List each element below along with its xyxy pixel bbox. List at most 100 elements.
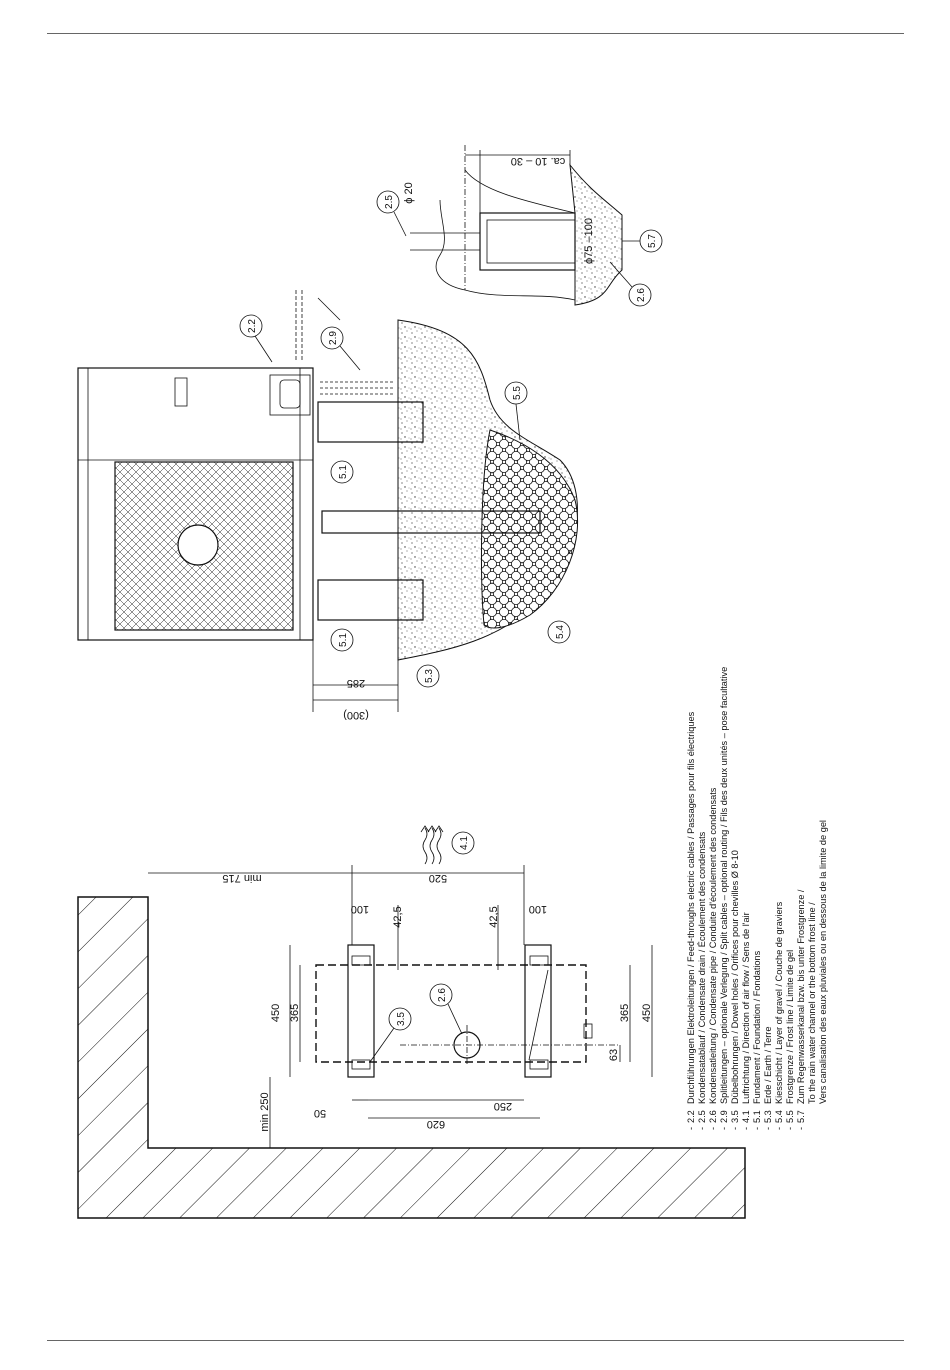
callout-2-6-detail: 2.6 [636,288,647,302]
svg-text:Kondensatleitung / Condensate: Kondensatleitung / Condensate pipe / Con… [708,787,718,1104]
plan-view: min 715 520 100 100 42,5 42,5 450 365 36… [77,825,746,1219]
dim-42-5-left: 42,5 [392,906,404,927]
svg-text:Fundament / Foundation / Fonda: Fundament / Foundation / Fondations [752,950,762,1104]
callout-5-1-a: 5.1 [338,465,349,479]
legend-item: - 2.9 Splitleitungen – optionale Verlegu… [719,667,729,1130]
foundation-lower [317,579,424,621]
dim-ca-10-30: ca. 10 – 30 [511,155,565,167]
callout-4-1: 4.1 [459,836,470,850]
foundation-upper [317,401,424,443]
callout-circle-5-3 [416,664,440,688]
svg-text:Vers canalisation des eaux plu: Vers canalisation des eaux pluviales ou … [818,820,828,1104]
svg-text:To the rain water channel or t: To the rain water channel or the bottom … [807,902,817,1104]
legend-item: - 5.3 Erde / Earth / Terre [763,1027,773,1130]
svg-text:-: - [686,1127,696,1130]
wall [77,896,746,1219]
dim-520: 520 [429,872,447,884]
svg-text:Frostgrenze / Frost line / Lim: Frostgrenze / Frost line / Limite de gel [785,950,795,1104]
svg-text:-: - [774,1127,784,1130]
dim-450-right: 450 [641,1004,653,1022]
dim-50: 50 [314,1107,326,1119]
callout-2-6-plan: 2.6 [437,988,448,1002]
dim-300: (300) [343,709,369,721]
detail-ground [569,163,623,306]
legend-item: - 2.2 Durchführungen Elektroleitungen / … [686,711,696,1130]
dim-phi-20: ϕ 20 [403,182,415,203]
legend-item: - 5.5 Frostgrenze / Frost line / Limite … [785,950,795,1130]
svg-text:4.1: 4.1 [741,1110,751,1123]
callout-circle-5-1-a [330,460,354,484]
callout-circle-2-6-detail [628,283,652,307]
air-flow-icon [420,825,444,865]
svg-text:Luftrichtung / Direction of ai: Luftrichtung / Direction of air flow / S… [741,912,751,1104]
callout-2-2: 2.2 [247,319,258,333]
legend-item: - 5.1 Fundament / Foundation / Fondation… [752,950,762,1130]
svg-text:2.2: 2.2 [686,1110,696,1123]
bottom-rule [47,1340,904,1341]
callout-circle-2-9 [320,326,344,350]
svg-text:2.6: 2.6 [708,1110,718,1123]
svg-text:Kondensatablauf / Condensate d: Kondensatablauf / Condensate drain / Éco… [697,831,707,1104]
callout-5-3: 5.3 [424,669,435,683]
callout-circle-5-4 [547,620,571,644]
unit-footprint [315,964,587,1063]
svg-text:Erde / Earth / Terre: Erde / Earth / Terre [763,1027,773,1104]
svg-text:Kiesschicht / Layer of gravel: Kiesschicht / Layer of gravel / Couche d… [774,901,784,1104]
svg-text:5.7: 5.7 [796,1110,806,1123]
side-section: 285 (300) 5.1 5.1 5.3 5.4 5.5 2.2 2.9 [77,290,579,721]
svg-text:-: - [763,1127,773,1130]
callout-circle-4-1 [451,831,475,855]
svg-text:Splitleitungen – optionale Ver: Splitleitungen – optionale Verlegung / S… [719,667,729,1104]
dim-phi-75-100: ϕ75 –100 [583,218,595,264]
drain-detail: ca. 10 – 30 ϕ 20 ϕ75 –100 2.5 5.7 2.6 [376,145,663,307]
top-rule [47,33,904,34]
dim-620: 620 [427,1118,445,1130]
dim-100-right: 100 [529,903,547,915]
svg-text:-: - [752,1127,762,1130]
svg-text:2.9: 2.9 [719,1110,729,1123]
legend-item: - 5.4 Kiesschicht / Layer of gravel / Co… [774,901,784,1130]
svg-text:2.5: 2.5 [697,1110,707,1123]
svg-text:Durchführungen Elektroleitunge: Durchführungen Elektroleitungen / Feed-t… [686,711,696,1104]
dim-285: 285 [347,677,365,689]
foundation-strip-left [347,944,375,1078]
legend-item: - 3.5 Dübelbohrungen / Dowel holes / Ori… [730,850,740,1130]
callout-circle-3-5 [388,1007,412,1031]
svg-text:-: - [796,1127,806,1130]
legend-item: - 2.6 Kondensatleitung / Condensate pipe… [708,787,718,1130]
svg-text:-: - [741,1127,751,1130]
svg-text:Dübelbohrungen / Dowel holes /: Dübelbohrungen / Dowel holes / Orifices … [730,850,740,1104]
callout-2-9: 2.9 [328,331,339,345]
dim-min-715: min 715 [222,872,261,884]
callout-circle-2-6-plan [429,983,453,1007]
svg-text:-: - [730,1127,740,1130]
callout-circle-2-2 [239,314,263,338]
svg-text:3.5: 3.5 [730,1110,740,1123]
svg-text:-: - [719,1127,729,1130]
dim-min-250: min 250 [259,1092,271,1131]
dim-365-left: 365 [289,1004,301,1022]
legend-item: - 4.1 Luftrichtung / Direction of air fl… [741,912,751,1130]
legend-item: To the rain water channel or the bottom … [807,902,817,1104]
drain-pipe [479,212,576,271]
dim-250: 250 [494,1100,512,1112]
foundation-center [321,510,541,534]
callout-5-1-b: 5.1 [338,633,349,647]
callout-5-7: 5.7 [647,234,658,248]
dim-63: 63 [608,1049,620,1061]
svg-text:Zum Regenwasserkanal bzw. bis: Zum Regenwasserkanal bzw. bis unter Fros… [796,889,806,1104]
legend-item: - 5.7 Zum Regenwasserkanal bzw. bis unte… [796,889,806,1130]
fan-hub [177,524,219,566]
gravel-layer [481,429,579,629]
callout-2-5: 2.5 [384,195,395,209]
callout-5-4: 5.4 [555,625,566,639]
dim-450-left: 450 [270,1004,282,1022]
svg-text:5.3: 5.3 [763,1110,773,1123]
dim-365-right: 365 [619,1004,631,1022]
legend-item: - 2.5 Kondensatablauf / Condensate drain… [697,831,707,1130]
callout-5-5: 5.5 [512,386,523,400]
legend-item: Vers canalisation des eaux pluviales ou … [818,820,828,1104]
svg-text:-: - [697,1127,707,1130]
dim-42-5-right: 42,5 [488,906,500,927]
